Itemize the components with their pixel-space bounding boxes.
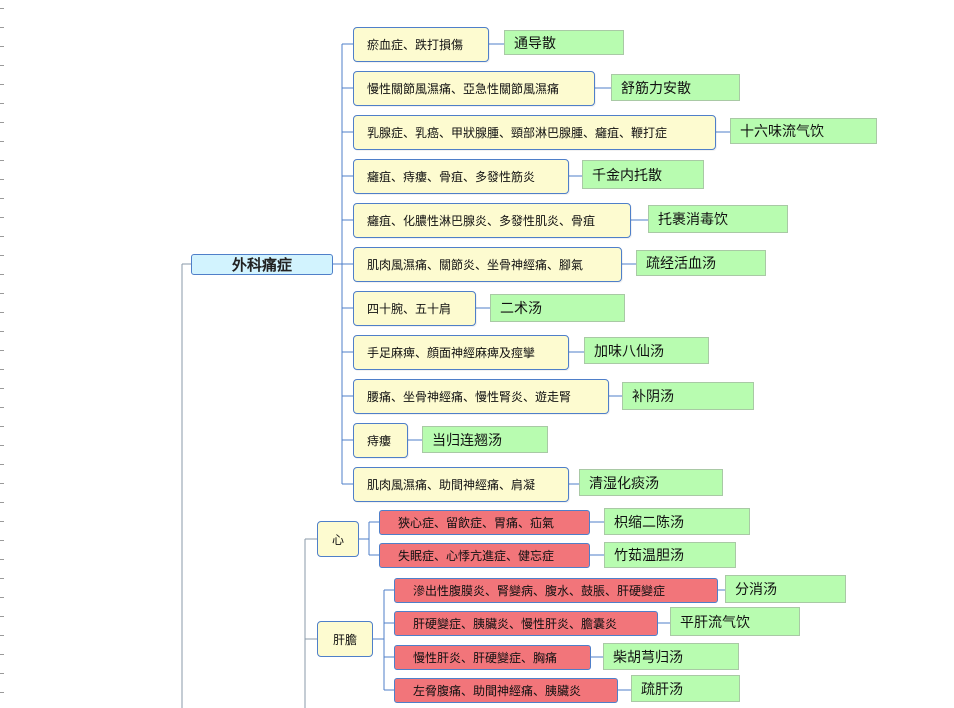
- ruler-tick: [0, 673, 4, 674]
- ruler-tick: [0, 141, 4, 142]
- ruler-tick: [0, 217, 4, 218]
- ruler-tick: [0, 578, 4, 579]
- ruler-tick: [0, 388, 4, 389]
- ruler-tick: [0, 369, 4, 370]
- condition-node[interactable]: 癰疽、痔瘻、骨疽、多發性筋炎: [353, 159, 569, 194]
- condition-node[interactable]: 手足麻痺、顔面神經麻痺及痙攣: [353, 335, 569, 370]
- ruler-tick: [0, 521, 4, 522]
- ruler-tick: [0, 502, 4, 503]
- formula-node[interactable]: 千金内托散: [582, 160, 704, 189]
- ruler-tick: [0, 407, 4, 408]
- formula-node[interactable]: 当归连翘汤: [422, 426, 548, 453]
- formula-node[interactable]: 加味八仙汤: [584, 337, 709, 364]
- ruler-tick: [0, 559, 4, 560]
- group-condition-node[interactable]: 失眠症、心悸亢進症、健忘症: [379, 543, 590, 568]
- group-condition-node[interactable]: 狹心症、留飲症、胃痛、疝氣: [379, 510, 590, 535]
- ruler-tick: [0, 597, 4, 598]
- ruler-tick: [0, 103, 4, 104]
- formula-node[interactable]: 疏肝汤: [631, 675, 740, 702]
- ruler-tick: [0, 179, 4, 180]
- ruler-tick: [0, 635, 4, 636]
- ruler-tick: [0, 654, 4, 655]
- formula-node[interactable]: 托裹消毒饮: [648, 205, 788, 233]
- left-ruler-ticks: [0, 0, 8, 708]
- ruler-tick: [0, 122, 4, 123]
- ruler-tick: [0, 274, 4, 275]
- ruler-tick: [0, 27, 4, 28]
- condition-node[interactable]: 慢性關節風濕痛、亞急性關節風濕痛: [353, 71, 595, 106]
- formula-node[interactable]: 竹茹温胆汤: [604, 542, 736, 568]
- formula-node[interactable]: 分消汤: [725, 575, 846, 603]
- ruler-tick: [0, 464, 4, 465]
- condition-node[interactable]: 四十腕、五十肩: [353, 291, 476, 326]
- ruler-tick: [0, 426, 4, 427]
- condition-node[interactable]: 瘀血症、跌打損傷: [353, 27, 489, 62]
- group-node-liver-gallbladder[interactable]: 肝膽: [317, 621, 373, 657]
- ruler-tick: [0, 445, 4, 446]
- ruler-tick: [0, 198, 4, 199]
- formula-node[interactable]: 舒筋力安散: [611, 74, 740, 101]
- ruler-tick: [0, 65, 4, 66]
- ruler-tick: [0, 46, 4, 47]
- formula-node[interactable]: 平肝流气饮: [670, 607, 800, 636]
- formula-node[interactable]: 二术汤: [490, 294, 625, 322]
- group-condition-node[interactable]: 肝硬變症、胰臟炎、慢性肝炎、膽囊炎: [394, 611, 658, 636]
- ruler-tick: [0, 312, 4, 313]
- ruler-tick: [0, 160, 4, 161]
- condition-node[interactable]: 癰疽、化膿性淋巴腺炎、多發性肌炎、骨疽: [353, 203, 631, 238]
- ruler-tick: [0, 84, 4, 85]
- formula-node[interactable]: 补阴汤: [622, 382, 754, 410]
- formula-node[interactable]: 清湿化痰汤: [579, 469, 723, 496]
- condition-node[interactable]: 肌肉風濕痛、助間神經痛、肩凝: [353, 467, 569, 502]
- ruler-tick: [0, 540, 4, 541]
- ruler-tick: [0, 236, 4, 237]
- formula-node[interactable]: 通导散: [504, 30, 624, 55]
- ruler-tick: [0, 255, 4, 256]
- ruler-tick: [0, 616, 4, 617]
- group-condition-node[interactable]: 左脅腹痛、助間神經痛、胰臟炎: [394, 678, 618, 703]
- ruler-tick: [0, 692, 4, 693]
- condition-node[interactable]: 痔瘻: [353, 423, 408, 458]
- ruler-tick: [0, 8, 4, 9]
- ruler-tick: [0, 331, 4, 332]
- formula-node[interactable]: 十六味流气饮: [730, 118, 877, 144]
- formula-node[interactable]: 柴胡芎归汤: [603, 643, 739, 670]
- formula-node[interactable]: 枳缩二陈汤: [604, 508, 750, 535]
- ruler-tick: [0, 293, 4, 294]
- condition-node[interactable]: 乳腺症、乳癌、甲狀腺腫、頸部淋巴腺腫、癰疽、鞭打症: [353, 115, 716, 150]
- condition-node[interactable]: 腰痛、坐骨神經痛、慢性腎炎、遊走腎: [353, 379, 609, 414]
- group-node-heart[interactable]: 心: [317, 521, 359, 557]
- group-condition-node[interactable]: 滲出性腹膜炎、腎變病、腹水、鼓脹、肝硬變症: [394, 578, 718, 603]
- ruler-tick: [0, 483, 4, 484]
- group-condition-node[interactable]: 慢性肝炎、肝硬變症、胸痛: [394, 645, 591, 670]
- formula-node[interactable]: 疏经活血汤: [636, 250, 766, 276]
- ruler-tick: [0, 350, 4, 351]
- condition-node[interactable]: 肌肉風濕痛、關節炎、坐骨神經痛、腳氣: [353, 247, 622, 282]
- root-node[interactable]: 外科痛症: [191, 254, 333, 275]
